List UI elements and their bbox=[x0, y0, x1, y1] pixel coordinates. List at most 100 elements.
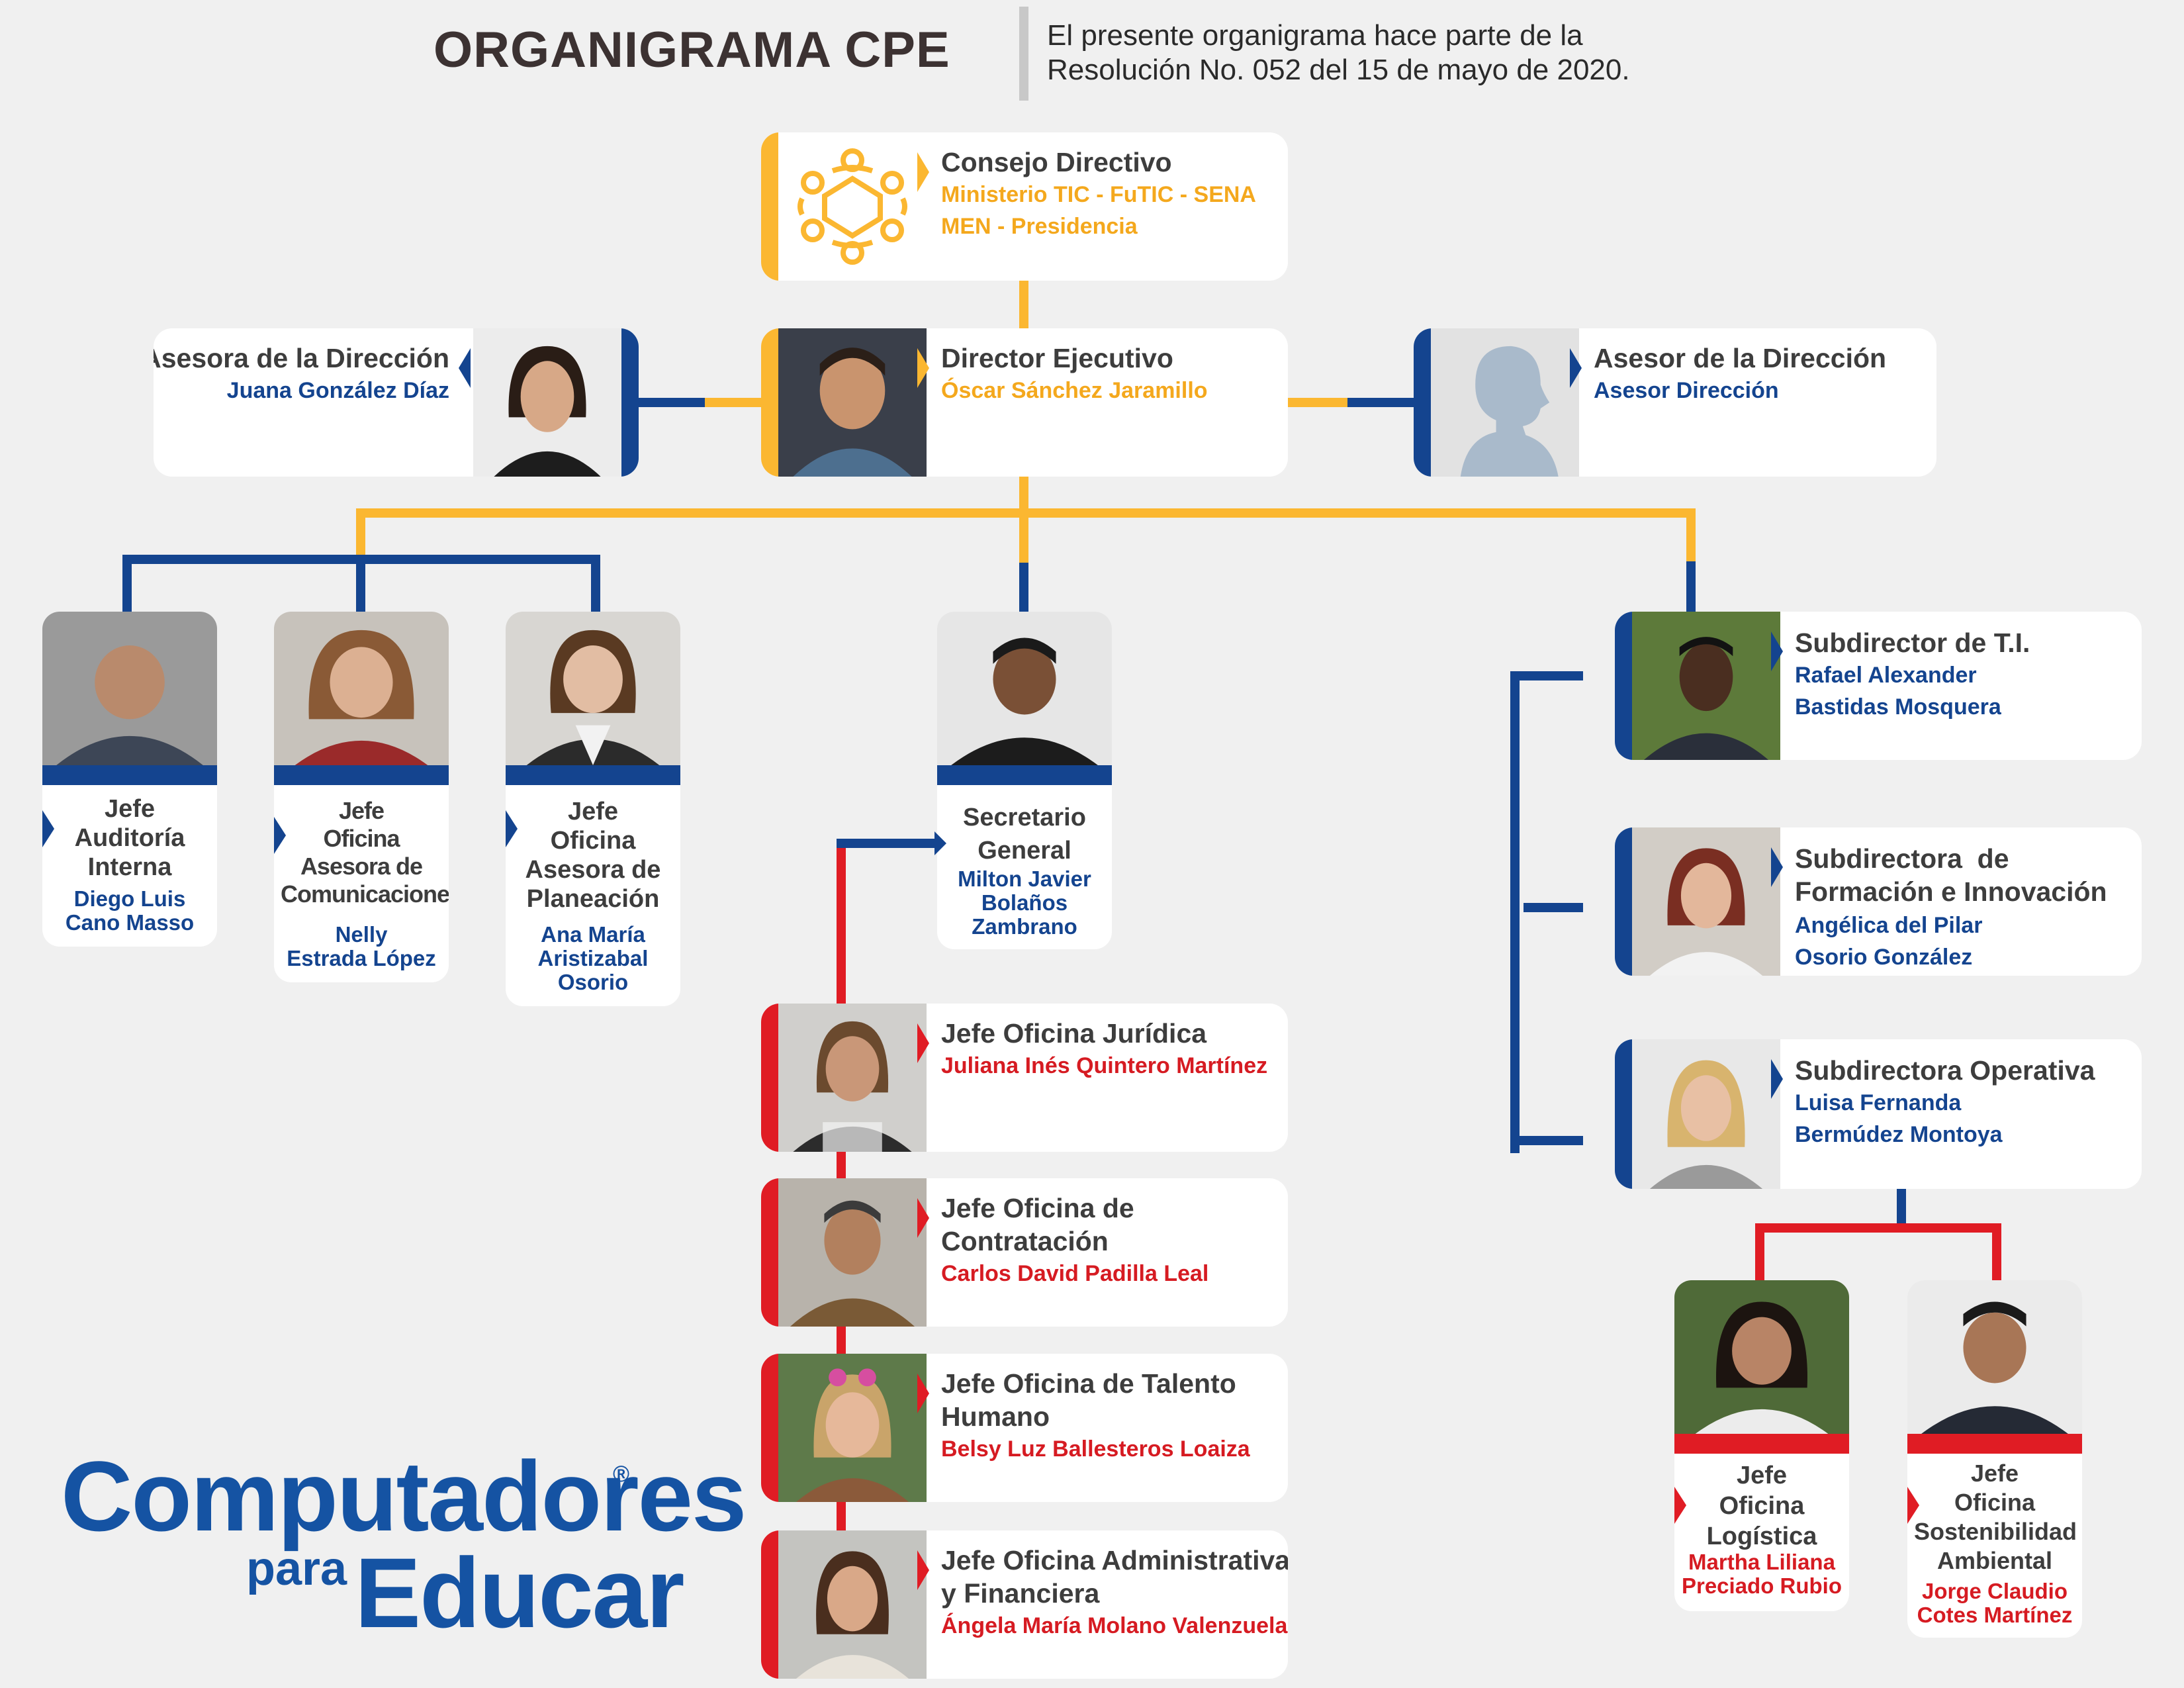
jefe-administrativa-title-1: Jefe Oficina Administrativa bbox=[941, 1545, 1288, 1575]
jefe-contratacion-title-2: Contratación bbox=[941, 1226, 1109, 1256]
secretario-general-card: Secretario General Milton Javier Bolaños… bbox=[937, 612, 1112, 949]
people-network-icon bbox=[797, 148, 907, 265]
consejo-icon-panel bbox=[778, 132, 927, 281]
asesora-title: Asesora de la Dirección bbox=[154, 343, 449, 373]
jefe-talento-humano-card: Jefe Oficina de Talento Humano Belsy Luz… bbox=[761, 1354, 1288, 1502]
jefe-logistica-name-2: Preciado Rubio bbox=[1681, 1573, 1843, 1598]
jefe-juridica-name: Juliana Inés Quintero Martínez bbox=[941, 1053, 1268, 1078]
jefe-auditoria-name-2: Cano Masso bbox=[65, 910, 195, 935]
jefe-comunicaciones-title-1: Jefe bbox=[338, 797, 385, 824]
subdirector-ti-name-2: Bastidas Mosquera bbox=[1795, 694, 2001, 720]
secretario-arrow bbox=[934, 831, 946, 855]
jefe-talento-humano-title-2: Humano bbox=[941, 1401, 1050, 1432]
subdirectora-operativa-name-1: Luisa Fernanda bbox=[1795, 1090, 1962, 1115]
jefe-administrativa-title-2: y Financiera bbox=[941, 1578, 1100, 1609]
page-title: ORGANIGRAMA CPE bbox=[433, 22, 950, 78]
subdirectora-formacion-name-1: Angélica del Pilar bbox=[1795, 913, 1983, 938]
jefe-comunicaciones-card: Jefe Oficina Asesora de Comunicaciones N… bbox=[274, 612, 449, 982]
jefe-planeacion-title-2: Oficina bbox=[550, 827, 636, 855]
subdirector-ti-name-1: Rafael Alexander bbox=[1795, 663, 1977, 688]
jefe-logistica-title-2: Oficina bbox=[1719, 1492, 1805, 1520]
jefe-planeacion-title-1: Jefe bbox=[567, 798, 619, 825]
jefe-logistica-photo bbox=[1674, 1280, 1849, 1434]
jefe-sostenibilidad-card: Jefe Oficina Sostenibilidad Ambiental Jo… bbox=[1907, 1280, 2082, 1638]
consejo-title: Consejo Directivo bbox=[941, 147, 1172, 177]
subdirectora-operativa-name-2: Bermúdez Montoya bbox=[1795, 1122, 2003, 1147]
subdirectora-operativa-photo bbox=[1632, 1039, 1780, 1189]
jefe-logistica-title-1: Jefe bbox=[1736, 1462, 1788, 1489]
jefe-planeacion-card: Jefe Oficina Asesora de Planeación Ana M… bbox=[506, 612, 680, 1006]
director-title: Director Ejecutivo bbox=[941, 343, 1173, 373]
logo-computadores: Computadores bbox=[61, 1440, 747, 1552]
jefe-auditoria-title-2: Auditoría bbox=[74, 824, 185, 852]
secretario-name-2: Bolaños bbox=[981, 890, 1068, 915]
director-photo bbox=[778, 328, 927, 477]
consejo-line-1: Ministerio TIC - FuTIC - SENA bbox=[941, 182, 1256, 207]
subdirector-ti-card: Subdirector de T.I. Rafael Alexander Bas… bbox=[1615, 612, 2142, 760]
asesora-direccion-card: Asesora de la Dirección Juana González D… bbox=[154, 328, 639, 477]
secretario-name-1: Milton Javier bbox=[958, 867, 1091, 891]
jefe-logistica-name-1: Martha Liliana bbox=[1688, 1550, 1835, 1574]
asesor-direccion-card: Asesor de la Dirección Asesor Dirección bbox=[1414, 328, 1936, 477]
jefe-sostenibilidad-title-1: Jefe bbox=[1970, 1460, 2019, 1487]
jefe-juridica-title: Jefe Oficina Jurídica bbox=[941, 1018, 1207, 1049]
resolution-note-line-1: El presente organigrama hace parte de la bbox=[1047, 19, 1583, 52]
asesor-title: Asesor de la Dirección bbox=[1594, 343, 1887, 373]
asesor-name: Asesor Dirección bbox=[1594, 378, 1779, 403]
jefe-planeacion-name-1: Ana María bbox=[541, 922, 645, 947]
header-divider bbox=[1019, 7, 1028, 101]
subdirectora-operativa-card: Subdirectora Operativa Luisa Fernanda Be… bbox=[1615, 1039, 2142, 1189]
subdirectora-formacion-card: Subdirectora de Formación e Innovación A… bbox=[1615, 827, 2142, 976]
jefe-sostenibilidad-title-3: Sostenibilidad bbox=[1914, 1518, 2077, 1545]
jefe-sostenibilidad-name-1: Jorge Claudio bbox=[1921, 1579, 2068, 1603]
jefe-contratacion-title-1: Jefe Oficina de bbox=[941, 1193, 1134, 1223]
jefe-planeacion-title-3: Asesora de bbox=[525, 856, 661, 884]
jefe-contratacion-card: Jefe Oficina de Contratación Carlos Davi… bbox=[761, 1178, 1288, 1327]
jefe-planeacion-name-3: Osorio bbox=[557, 970, 629, 994]
jefe-talento-humano-title-1: Jefe Oficina de Talento bbox=[941, 1368, 1236, 1399]
jefe-contratacion-name: Carlos David Padilla Leal bbox=[941, 1261, 1209, 1286]
subdirectora-formacion-name-2: Osorio González bbox=[1795, 945, 1973, 970]
jefe-planeacion-photo bbox=[506, 612, 680, 765]
jefe-sostenibilidad-title-4: Ambiental bbox=[1936, 1547, 2053, 1574]
jefe-comunicaciones-name-2: Estrada López bbox=[287, 946, 436, 970]
jefe-planeacion-name-2: Aristizabal bbox=[537, 946, 649, 970]
logo-educar: Educar bbox=[355, 1537, 685, 1648]
consejo-directivo-card: Consejo Directivo Ministerio TIC - FuTIC… bbox=[761, 132, 1288, 281]
subdirectora-formacion-title-1: Subdirectora de bbox=[1795, 843, 2009, 874]
jefe-logistica-title-3: Logística bbox=[1706, 1523, 1817, 1550]
jefe-auditoria-title-3: Interna bbox=[87, 853, 172, 881]
jefe-comunicaciones-title-4: Comunicaciones bbox=[281, 880, 449, 908]
jefe-auditoria-card: Jefe Auditoría Interna Diego Luis Cano M… bbox=[42, 612, 217, 947]
jefe-talento-humano-name: Belsy Luz Ballesteros Loaiza bbox=[941, 1436, 1250, 1462]
secretario-title-2: General bbox=[978, 837, 1071, 865]
jefe-comunicaciones-name-1: Nelly bbox=[335, 922, 388, 947]
jefe-logistica-card: Jefe Oficina Logística Martha Liliana Pr… bbox=[1674, 1280, 1849, 1611]
jefe-comunicaciones-title-2: Oficina bbox=[323, 825, 400, 852]
jefe-juridica-photo bbox=[778, 1004, 927, 1152]
asesora-photo bbox=[473, 328, 621, 477]
jefe-planeacion-title-4: Planeación bbox=[526, 885, 660, 913]
logo-registered-mark: ® bbox=[613, 1462, 630, 1487]
subdirector-ti-photo bbox=[1632, 612, 1780, 760]
subdirectora-formacion-title-2: Formación e Innovación bbox=[1795, 876, 2107, 907]
secretario-photo bbox=[937, 612, 1112, 765]
jefe-administrativa-name: Ángela María Molano Valenzuela bbox=[941, 1613, 1288, 1638]
jefe-sostenibilidad-photo bbox=[1907, 1280, 2082, 1434]
jefe-auditoria-photo bbox=[42, 612, 217, 765]
secretario-name-3: Zambrano bbox=[972, 914, 1077, 939]
jefe-sostenibilidad-title-2: Oficina bbox=[1954, 1489, 2036, 1516]
director-name: Óscar Sánchez Jaramillo bbox=[941, 378, 1208, 403]
asesor-photo bbox=[1431, 328, 1579, 477]
subdirectora-operativa-title: Subdirectora Operativa bbox=[1795, 1055, 2095, 1086]
jefe-comunicaciones-title-3: Asesora de bbox=[300, 853, 423, 880]
director-ejecutivo-card: Director Ejecutivo Óscar Sánchez Jaramil… bbox=[761, 328, 1288, 477]
jefe-auditoria-title-1: Jefe bbox=[104, 795, 156, 823]
jefe-talento-humano-photo bbox=[778, 1354, 927, 1502]
jefe-contratacion-photo bbox=[778, 1178, 927, 1327]
person-silhouette-icon bbox=[1431, 328, 1579, 477]
subdirectora-formacion-photo bbox=[1632, 827, 1780, 976]
jefe-sostenibilidad-name-2: Cotes Martínez bbox=[1917, 1603, 2073, 1627]
jefe-juridica-card: Jefe Oficina Jurídica Juliana Inés Quint… bbox=[761, 1004, 1288, 1152]
secretario-title-1: Secretario bbox=[963, 804, 1086, 831]
